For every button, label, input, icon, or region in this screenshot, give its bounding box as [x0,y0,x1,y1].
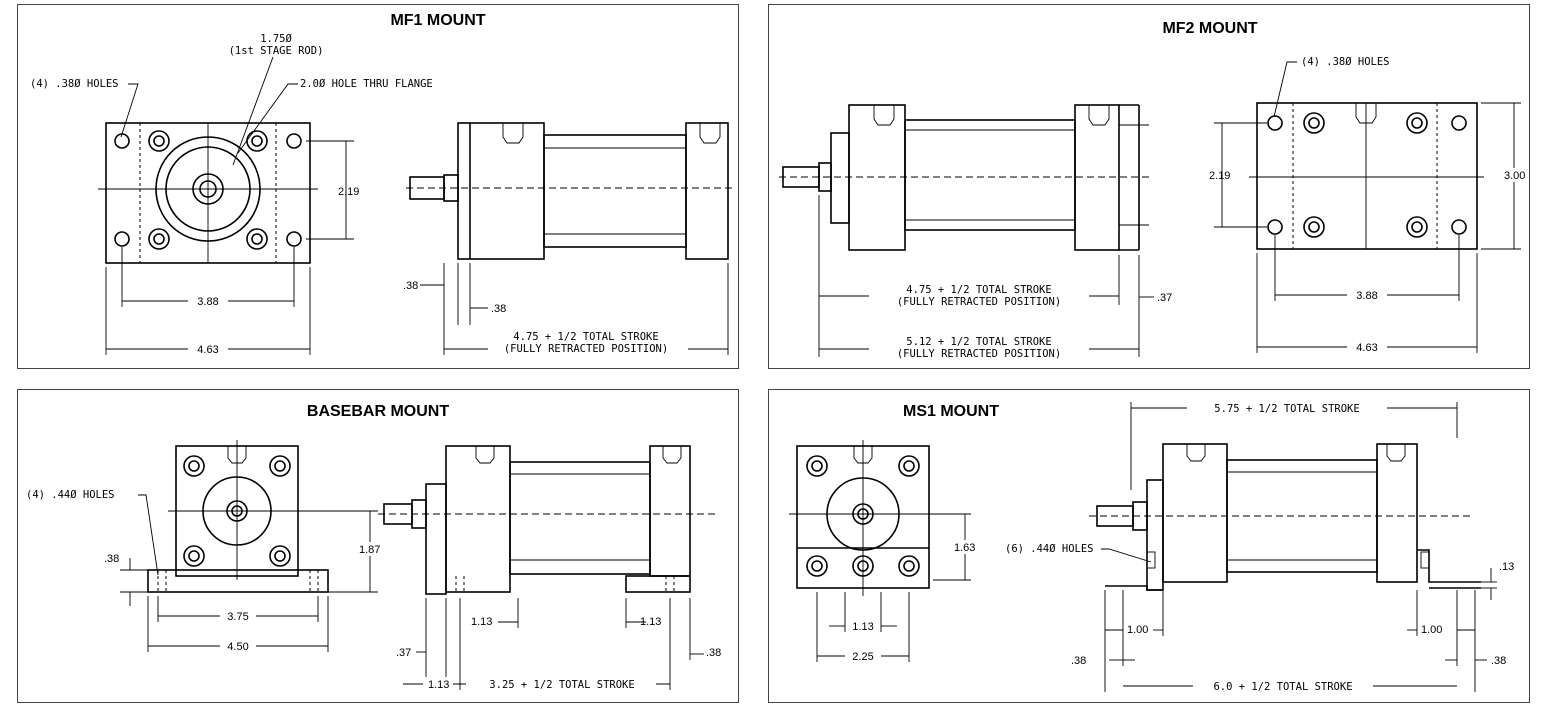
mf2-dim-4-63: 4.63 [1356,342,1377,354]
ms1-dim-2-25: 2.25 [852,651,873,663]
mf1-panel: MF1 MOUNT 1.75Ø (1st STAGE ROD) (4) .38Ø… [17,4,739,369]
mf1-flange-hole-note: 2.0Ø HOLE THRU FLANGE [300,78,433,90]
basebar-panel: BASEBAR MOUNT (4) .44Ø HOLES .38 1.87 3.… [17,389,739,703]
mf1-title: MF1 MOUNT [390,12,485,29]
basebar-cap [649,445,691,577]
ms1-head [1162,443,1228,583]
mf2-dim-37: .37 [1157,292,1172,304]
mf2-stroke-a-line2: (FULLY RETRACTED POSITION) [897,296,1061,308]
mf1-dim-38a: .38 [403,280,418,292]
mf2-stroke-b-line1: 5.12 + 1/2 TOTAL STROKE [906,336,1051,348]
ms1-dim-38a: .38 [1071,655,1086,667]
basebar-drawing: BASEBAR MOUNT (4) .44Ø HOLES .38 1.87 3.… [26,403,721,691]
ms1-dim-13: .13 [1499,561,1514,573]
mf1-head [457,122,545,260]
basebar-dim-3-75: 3.75 [227,611,248,623]
mf2-stroke-b-line2: (FULLY RETRACTED POSITION) [897,348,1061,360]
ms1-stroke-bottom: 6.0 + 1/2 TOTAL STROKE [1213,681,1352,693]
mf2-cap-flange [1074,104,1120,251]
ms1-dim-1-00b: 1.00 [1421,624,1442,636]
mf2-drawing: MF2 MOUNT (4) .38Ø HOLES 4.75 + 1/2 TOTA… [779,20,1528,363]
mf1-cap [685,122,729,260]
mf1-drawing: MF1 MOUNT 1.75Ø (1st STAGE ROD) (4) .38Ø… [30,12,733,357]
mf1-rod-end [409,176,445,200]
mf1-stroke-line1: 4.75 + 1/2 TOTAL STROKE [513,331,658,343]
mf1-dim-3-88: 3.88 [197,296,218,308]
ms1-dim-1-63: 1.63 [954,542,975,554]
basebar-stroke: 3.25 + 1/2 TOTAL STROKE [489,679,634,691]
ms1-title: MS1 MOUNT [903,403,999,420]
basebar-head [445,445,511,593]
basebar-dim-37: .37 [396,647,411,659]
mf1-dim-2-19: 2.19 [338,186,359,198]
basebar-barrel [509,461,651,575]
mf1-dim-4-63: 4.63 [197,344,218,356]
mf1-stroke-line2: (FULLY RETRACTED POSITION) [504,343,668,355]
basebar-dim-1-87: 1.87 [359,544,380,556]
ms1-dim-38b: .38 [1491,655,1506,667]
mf2-title: MF2 MOUNT [1162,20,1257,37]
mf2-stroke-a-line1: 4.75 + 1/2 TOTAL STROKE [906,284,1051,296]
mf1-rod-desc-note: (1st STAGE ROD) [229,45,324,57]
mf1-rod-dia-note: 1.75Ø [260,33,292,45]
ms1-dim-1-13: 1.13 [852,621,873,633]
ms1-drawing: MS1 MOUNT 1.63 1.13 2.25 5.75 + 1/2 TOTA… [789,401,1514,693]
mf2-holes-note: (4) .38Ø HOLES [1301,56,1390,68]
mf2-front-flange [1256,102,1478,250]
ms1-panel: MS1 MOUNT 1.63 1.13 2.25 5.75 + 1/2 TOTA… [768,389,1530,703]
mf2-barrel [904,119,1076,231]
basebar-dim-4-50: 4.50 [227,641,248,653]
basebar-dim-1-13b: 1.13 [640,616,661,628]
basebar-dim-38: .38 [104,553,119,565]
ms1-dim-1-00a: 1.00 [1127,624,1148,636]
ms1-cap [1376,443,1418,583]
mf2-panel: MF2 MOUNT (4) .38Ø HOLES 4.75 + 1/2 TOTA… [768,4,1530,369]
mf2-dim-3-00: 3.00 [1504,170,1525,182]
ms1-holes-note: (6) .44Ø HOLES [1005,543,1094,555]
ms1-stroke-top: 5.75 + 1/2 TOTAL STROKE [1214,403,1359,415]
basebar-dim-1-13c: 1.13 [428,679,449,691]
mf2-dim-2-19: 2.19 [1209,170,1230,182]
mf1-holes-note: (4) .38Ø HOLES [30,78,119,90]
basebar-holes-note: (4) .44Ø HOLES [26,489,115,501]
basebar-dim-38r: .38 [706,647,721,659]
basebar-dim-1-13a: 1.13 [471,616,492,628]
mf1-barrel [543,134,687,248]
basebar-base [147,569,329,593]
mf1-dim-38b: .38 [491,303,506,315]
basebar-title: BASEBAR MOUNT [307,403,449,420]
mf2-dim-3-88: 3.88 [1356,290,1377,302]
basebar-rod-end [383,503,413,525]
